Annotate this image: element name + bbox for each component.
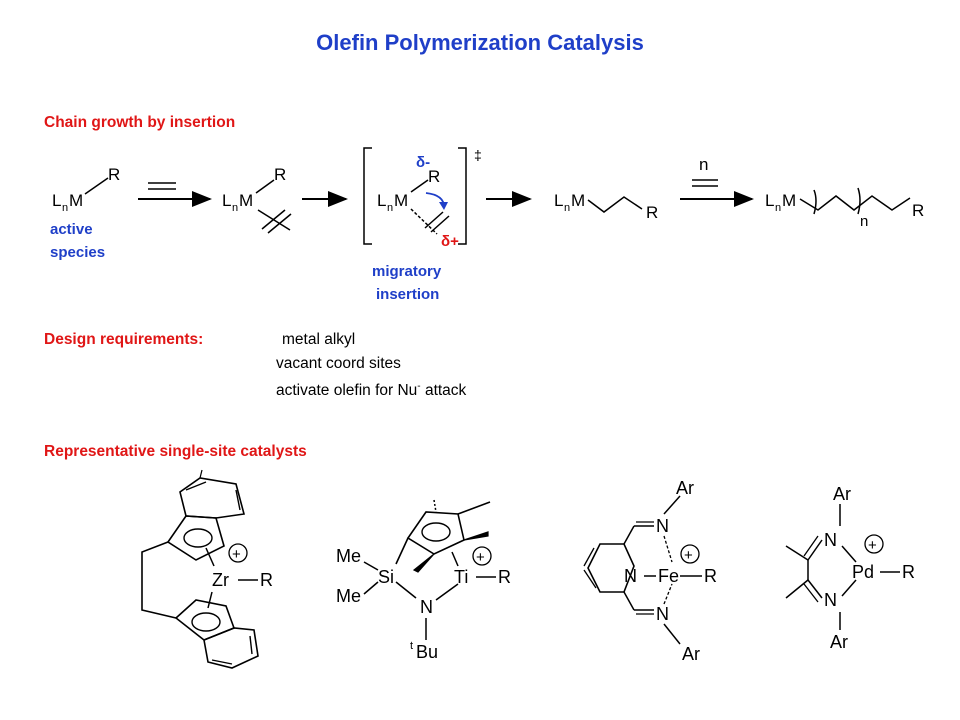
ti-r-label: R (498, 567, 511, 587)
r-group-label: R (108, 165, 120, 184)
fe-charge: + (684, 547, 693, 564)
requirement-attack-text: attack (424, 382, 467, 400)
ligand-label: L (222, 191, 231, 210)
delta-minus: δ- (416, 154, 430, 171)
ti-si-label: Si (378, 567, 394, 587)
ti-me-1-label: Me (336, 546, 361, 566)
zirconocene-catalyst: Zr R + (141, 469, 273, 669)
pd-charge: + (868, 537, 877, 554)
ti-charge: + (476, 549, 485, 566)
r-group-label: R (274, 165, 286, 184)
section-heading-catalysts: Representative single-site catalysts (44, 443, 307, 460)
r-group-label: R (646, 203, 658, 222)
migratory-label: migratory (372, 263, 442, 280)
metal-label: M (394, 191, 408, 210)
pd-metal-label: Pd (852, 562, 874, 582)
ligand-label: L (52, 191, 61, 210)
metal-label: M (239, 191, 253, 210)
alkyl-product-structure: L n M R (554, 191, 658, 222)
species-label: species (50, 244, 105, 261)
ligand-label: L (377, 191, 386, 210)
requirement-metal-alkyl: metal alkyl (282, 331, 356, 348)
constrained-geometry-catalyst: Si Ti R + Me Me N t Bu (336, 499, 511, 662)
bis-iminopyridine-iron-catalyst: N N N Ar Ar Fe R + (583, 478, 717, 664)
metal-label: M (69, 191, 83, 210)
pd-n-top-label: N (824, 530, 837, 550)
ti-metal-label: Ti (454, 567, 468, 587)
fe-n-top-label: N (656, 516, 669, 536)
fe-r-label: R (704, 566, 717, 586)
delta-plus: δ+ (441, 233, 459, 250)
requirement-activate-olefin: activate olefin for Nu- attack (276, 381, 466, 400)
diimine-palladium-catalyst: Ar N N Ar Pd R + (785, 484, 915, 652)
dagger-symbol: ‡ (474, 147, 482, 163)
ti-tbu-prefix: t (410, 640, 413, 652)
pd-r-label: R (902, 562, 915, 582)
fe-n-bot-label: N (656, 604, 669, 624)
fe-ar-bot-label: Ar (682, 644, 700, 664)
ligand-subscript: n (232, 202, 238, 214)
pd-ar-top-label: Ar (833, 484, 851, 504)
page-title: Olefin Polymerization Catalysis (316, 30, 644, 55)
transition-state-structure: ‡ δ- L n M R δ+ (363, 147, 482, 250)
monomer-count: n (699, 155, 708, 174)
fe-ar-top-label: Ar (676, 478, 694, 498)
r-group-label: R (428, 167, 440, 186)
ligand-subscript: n (387, 202, 393, 214)
fe-n-mid-label: N (624, 566, 637, 586)
ti-n-label: N (420, 597, 433, 617)
repeat-subscript: n (860, 213, 868, 230)
insertion-label: insertion (376, 286, 439, 303)
zr-charge: + (232, 546, 241, 563)
r-group-label: R (912, 201, 924, 220)
metal-label: M (782, 191, 796, 210)
pd-n-bot-label: N (824, 590, 837, 610)
nu-superscript: - (417, 381, 421, 392)
metal-label: M (571, 191, 585, 210)
zr-r-label: R (260, 570, 273, 590)
olefin-complex-structure: L n M R (222, 165, 292, 234)
zr-metal-label: Zr (212, 570, 229, 590)
ti-tbu-label: Bu (416, 642, 438, 662)
section-heading-design: Design requirements: (44, 331, 204, 348)
ligand-subscript: n (564, 202, 570, 214)
ligand-subscript: n (775, 202, 781, 214)
ligand-label: L (554, 191, 563, 210)
requirement-activate-text: activate olefin for Nu (276, 382, 418, 400)
polymer-product-structure: L n M n R (765, 187, 924, 230)
ti-me-2-label: Me (336, 586, 361, 606)
ligand-subscript: n (62, 202, 68, 214)
ligand-label: L (765, 191, 774, 210)
pd-ar-bot-label: Ar (830, 632, 848, 652)
section-heading-chain-growth: Chain growth by insertion (44, 114, 236, 131)
fe-metal-label: Fe (658, 566, 679, 586)
active-species-structure: L n M R (52, 165, 120, 214)
active-label: active (50, 221, 93, 238)
requirement-vacant-sites: vacant coord sites (276, 355, 401, 372)
